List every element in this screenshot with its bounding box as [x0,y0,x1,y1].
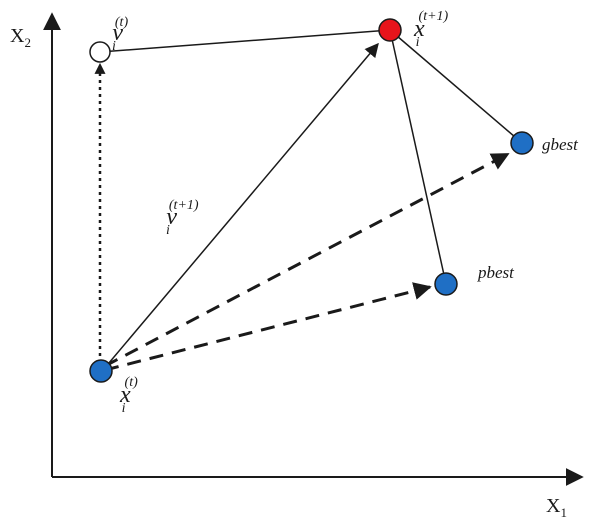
velocity-point [89,41,111,63]
velocity-update-arrow [102,42,379,371]
pbest-label: pbest [477,263,515,282]
velocity-to-next-line [99,29,391,53]
next-position-point [378,18,402,42]
gbest-label: gbest [542,135,579,154]
x-axis-label: X1 [546,495,567,520]
y-axis-label: X2 [10,25,31,50]
gbest-point [510,131,534,155]
current-position-point [89,359,113,383]
cognitive-arrow [104,282,432,372]
next-to-pbest-line [389,29,447,285]
pbest-point [434,272,458,296]
social-arrow [104,152,510,368]
next-to-gbest-line [389,29,523,144]
